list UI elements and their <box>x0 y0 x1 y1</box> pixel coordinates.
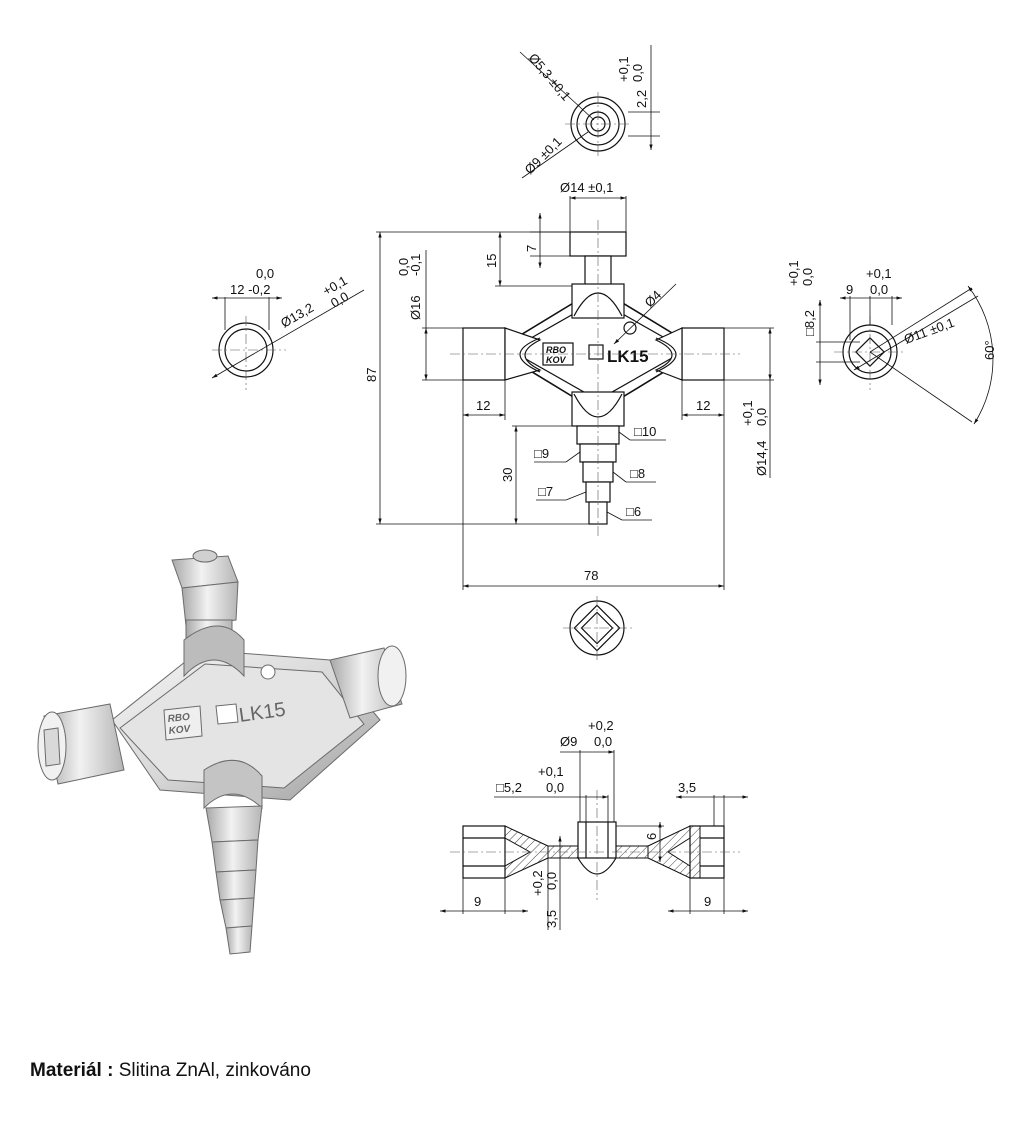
dim-d144-tol-2: 0,0 <box>754 408 769 426</box>
iso-logo-line-1: RBO <box>167 712 190 725</box>
dim-sec-35a: 3,5 <box>544 910 559 928</box>
dim-tol-top-1: +0,1 <box>616 56 631 82</box>
dim-sq10: □10 <box>634 424 656 439</box>
dim-d22: 2,2 <box>634 90 649 108</box>
dim-d9: Ø9 ±0,1 <box>522 134 565 177</box>
dim-left-tol-2: 12 -0,2 <box>230 282 270 297</box>
dim-sec-tol-5: +0,2 <box>530 870 545 896</box>
left-end-view: 0,0 12 -0,2 Ø13,2 +0,1 0,0 <box>211 266 365 390</box>
dim-d30: 30 <box>500 468 515 482</box>
dim-sq8: □8 <box>630 466 645 481</box>
dim-sq6: □6 <box>626 504 641 519</box>
front-lk15-label: LK15 <box>607 347 649 366</box>
dim-sq9: □9 <box>534 446 549 461</box>
dim-d53: Ø5,3 ±0,1 <box>526 50 574 103</box>
logo-line-2: KOV <box>546 355 567 365</box>
dim-right-tol-3: +0,1 <box>786 260 801 286</box>
dim-right-tol-1: +0,1 <box>866 266 892 281</box>
dim-right-9: 9 <box>846 282 853 297</box>
dim-sq7: □7 <box>538 484 553 499</box>
logo-line-1: RBO <box>546 345 566 355</box>
dim-sec-6: 6 <box>644 833 659 840</box>
material-value: Slitina ZnAl, zinkováno <box>118 1060 311 1081</box>
dim-d12a: 12 <box>476 398 490 413</box>
dim-d15: 15 <box>484 254 499 268</box>
dim-d12b: 12 <box>696 398 710 413</box>
material-caption: Materiál : Slitina ZnAl, zinkováno <box>30 1060 311 1082</box>
material-label: Materiál : <box>30 1060 114 1081</box>
dim-d144: Ø14,4 <box>754 441 769 476</box>
cross-section-view: Ø9 +0,2 0,0 □5,2 +0,1 0,0 3,5 6 3,5 +0,2… <box>440 718 748 930</box>
bottom-end-view <box>563 596 632 660</box>
dim-sec-35b: 3,5 <box>678 780 696 795</box>
dim-d16-tol-1: 0,0 <box>396 258 411 276</box>
dim-d87: 87 <box>364 368 379 382</box>
dim-d14: Ø14 ±0,1 <box>560 180 613 195</box>
dim-sec-tol-2: 0,0 <box>594 734 612 749</box>
dim-left-tol-1: 0,0 <box>256 266 274 281</box>
top-end-view: Ø5,3 ±0,1 Ø9 ±0,1 +0,1 0,0 2,2 <box>519 45 660 179</box>
dim-right-d11: Ø11 ±0,1 <box>902 315 956 347</box>
dim-sec-tol-4: 0,0 <box>546 780 564 795</box>
dim-sec-d9: Ø9 <box>560 734 577 749</box>
dim-sec-9b: 9 <box>704 894 711 909</box>
dim-d144-tol-1: +0,1 <box>740 400 755 426</box>
dim-right-tol-4: 0,0 <box>800 268 815 286</box>
dim-right-60: 60° <box>982 340 997 360</box>
dim-tol-top-2: 0,0 <box>630 64 645 82</box>
dim-d7: 7 <box>524 245 539 252</box>
dim-sec-tol-6: 0,0 <box>544 872 559 890</box>
dim-sec-tol-3: +0,1 <box>538 764 564 779</box>
dim-sec-9a: 9 <box>474 894 481 909</box>
iso-logo-line-2: KOV <box>168 724 192 737</box>
right-end-view: 9 +0,1 0,0 □8,2 +0,1 0,0 Ø11 ±0,1 60° <box>786 260 997 425</box>
dim-sec-tol-1: +0,2 <box>588 718 614 733</box>
dim-d4: Ø4 <box>642 287 665 310</box>
isometric-key-view: RBO KOV LK15 <box>37 549 407 955</box>
dim-sec-sq52: □5,2 <box>496 780 522 795</box>
front-view: RBO KOV LK15 Ø14 ±0,1 7 15 Ø4 87 Ø16 0,0… <box>364 180 774 590</box>
dim-right-sq82: □8,2 <box>802 310 817 336</box>
dim-d16: Ø16 <box>408 295 423 320</box>
dim-left-d132: Ø13,2 <box>278 300 316 331</box>
dim-right-tol-2: 0,0 <box>870 282 888 297</box>
iso-logo: RBO KOV <box>163 705 203 741</box>
dim-d16-tol-2: -0,1 <box>408 254 423 276</box>
dim-d78: 78 <box>584 568 598 583</box>
